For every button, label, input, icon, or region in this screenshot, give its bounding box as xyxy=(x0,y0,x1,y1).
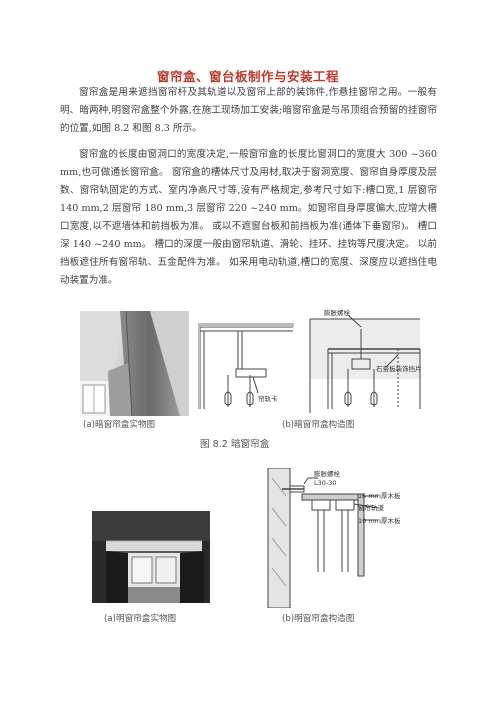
figure-8-3b-diagram: 膨胀螺栓 L30-30 15 mm厚木板 窗帘轨道 10 mm厚木板 xyxy=(252,467,428,609)
paragraph-1-text: 窗帘盒是用来遮挡窗帘杆及其轨道以及窗帘上部的装饰件,作悬挂窗帘之用。一般有明、暗… xyxy=(60,87,437,134)
paragraph-2-text: 窗帘盒的长度由窗洞口的宽度决定,一般窗帘盒的长度比窗洞口的宽度大 300 ~36… xyxy=(60,149,437,286)
label-expansion-bolt: 膨胀螺栓 xyxy=(324,309,351,317)
label-angle-steel: L30-30 xyxy=(314,479,337,487)
figure-8-3a-caption: (a)明窗帘盒实物图 xyxy=(104,614,177,624)
figure-8-3a-photo xyxy=(92,511,210,603)
label-15mm-board: 15 mm厚木板 xyxy=(358,491,401,500)
paragraph-2: 窗帘盒的长度由窗洞口的宽度决定,一般窗帘盒的长度比窗洞口的宽度大 300 ~36… xyxy=(60,146,437,290)
label-expansion-bolt-2: 膨胀螺栓 xyxy=(314,469,341,478)
page-title: 窗帘盒、窗台板制作与安装工程 xyxy=(156,69,339,84)
figure-8-2b-diagram: 膨胀螺栓 石膏板装饰挡片 帘轨卡 xyxy=(198,308,428,419)
figure-8-2a-caption: (a)暗窗帘盒实物图 xyxy=(83,420,156,430)
figure-8-2-number: 图 8.2 暗窗帘盒 xyxy=(200,439,270,450)
figure-8-2a-photo xyxy=(80,311,189,416)
label-gypsum-board: 石膏板装饰挡片 xyxy=(376,364,422,373)
label-track-clip: 帘轨卡 xyxy=(258,394,278,403)
label-10mm-board: 10 mm厚木板 xyxy=(358,516,401,525)
figure-8-3b-caption: (b)明窗帘盒构造图 xyxy=(282,614,355,624)
figure-8-2b-caption: (b)暗窗帘盒构造图 xyxy=(282,420,355,430)
paragraph-1: 窗帘盒是用来遮挡窗帘杆及其轨道以及窗帘上部的装饰件,作悬挂窗帘之用。一般有明、暗… xyxy=(60,84,437,138)
label-curtain-rail: 窗帘轨道 xyxy=(358,503,385,512)
